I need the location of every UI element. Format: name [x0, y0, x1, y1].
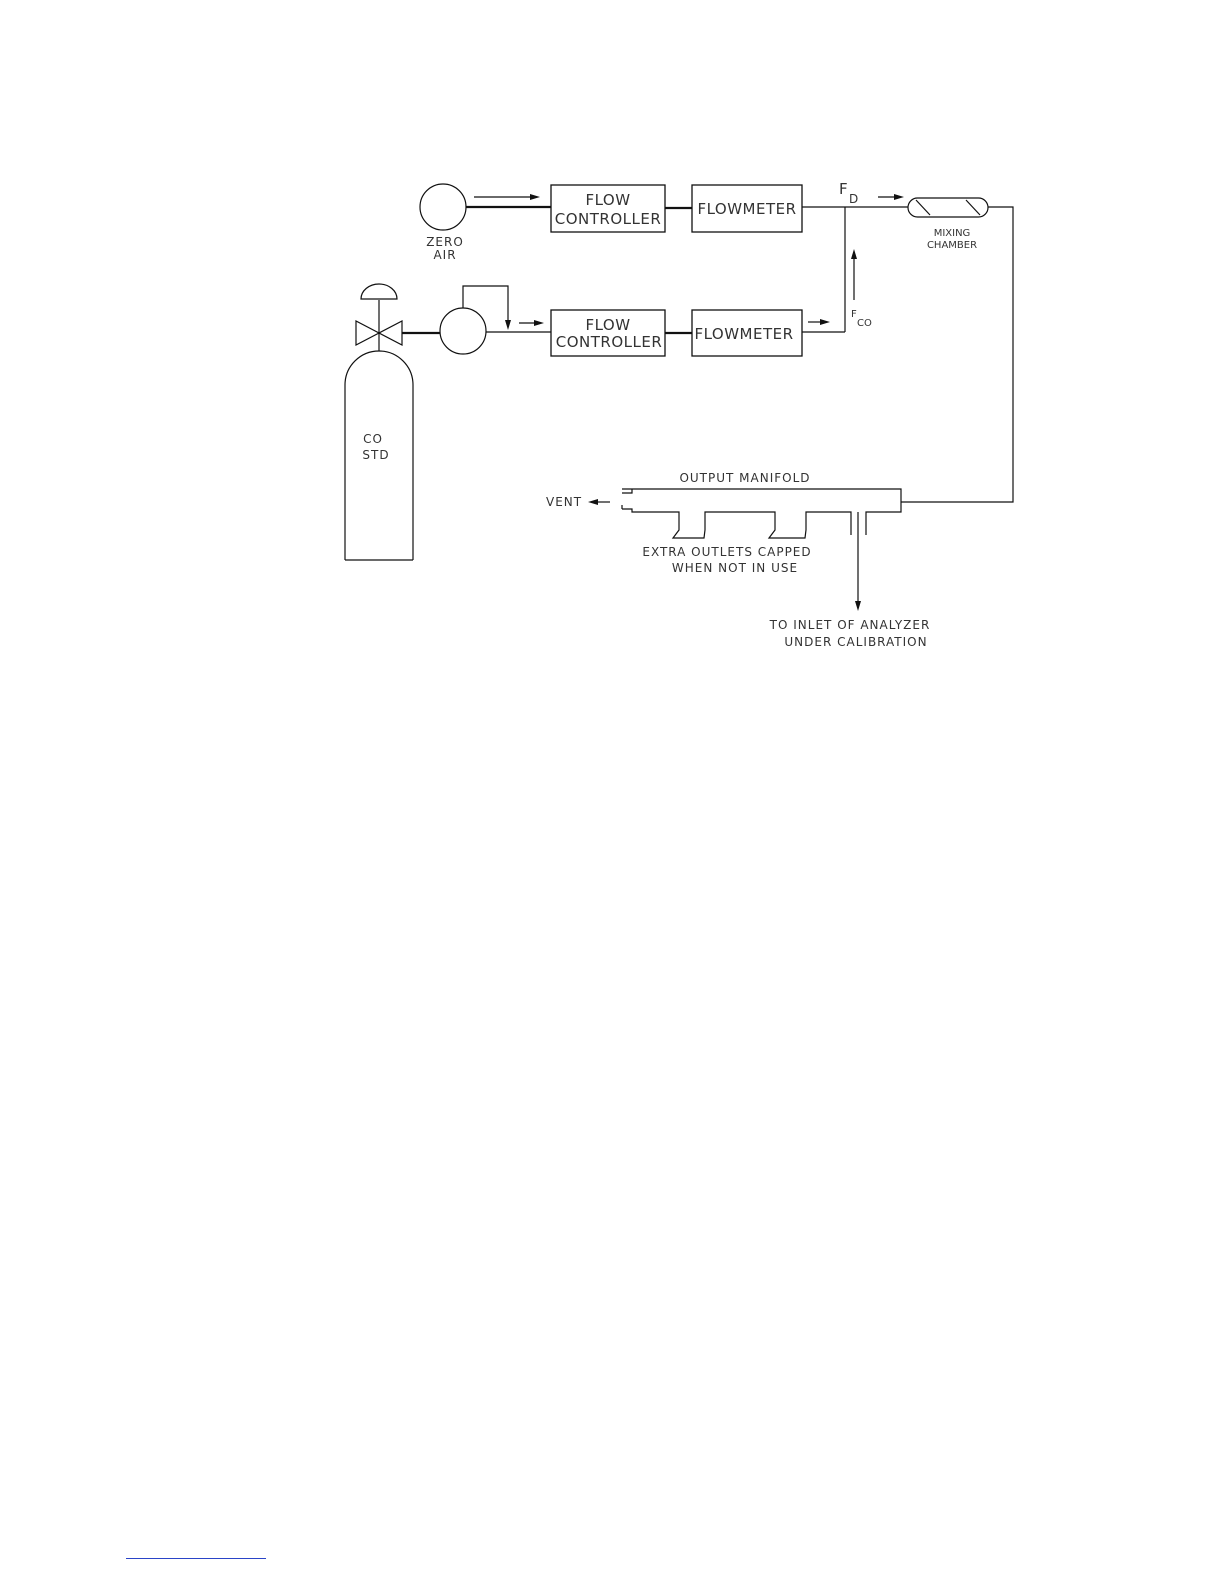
- zero-air-label-1: ZERO: [426, 235, 464, 249]
- flow-arrow-zero-air: [474, 194, 540, 200]
- manifold-body: [622, 489, 901, 538]
- flowmeter-top: FLOWMETER: [692, 185, 802, 232]
- extra-outlets-note: EXTRA OUTLETS CAPPED WHEN NOT IN USE: [642, 545, 811, 575]
- zero-air-label-2: AIR: [433, 248, 456, 262]
- flow-arrow-co-std: [519, 320, 544, 326]
- regulator-circle: [440, 308, 486, 354]
- flow-label-fd: F D: [839, 180, 859, 206]
- vent-label: VENT: [546, 495, 582, 509]
- vent-arrow-head: [588, 499, 598, 505]
- zero-air-circle: [420, 184, 466, 230]
- valve-left-triangle: [356, 321, 379, 345]
- mixing-chamber-baffle-right: [966, 200, 980, 215]
- output-manifold-label: OUTPUT MANIFOLD: [679, 471, 810, 485]
- flowmeter-bottom-label: FLOWMETER: [694, 325, 793, 343]
- flowmeter-bottom: FLOWMETER: [692, 310, 802, 356]
- mixing-chamber-label-1: MIXING: [934, 228, 971, 239]
- footnote-rule: [126, 1558, 266, 1559]
- mixing-chamber-body: [908, 198, 988, 217]
- flow-arrow-co-up: [851, 249, 857, 300]
- fd-sub: D: [849, 192, 859, 206]
- flow-controller-top-label-2: CONTROLLER: [555, 210, 662, 228]
- regulator-bypass-line: [463, 286, 508, 322]
- pressure-regulator: [440, 286, 511, 354]
- analyzer-arrow-head: [855, 601, 861, 611]
- analyzer-label-2: UNDER CALIBRATION: [784, 635, 927, 649]
- mixing-chamber-label-2: CHAMBER: [927, 240, 977, 251]
- flow-arrow-flowmeter-bottom: [808, 319, 830, 325]
- pipe-mixing-chamber-to-manifold: [901, 207, 1013, 502]
- analyzer-label-1: TO INLET OF ANALYZER: [769, 618, 931, 632]
- flow-controller-top: FLOW CONTROLLER: [551, 185, 665, 232]
- valve-right-triangle: [379, 321, 402, 345]
- mixing-chamber: MIXING CHAMBER: [908, 198, 988, 251]
- valve-handle: [361, 284, 397, 299]
- flow-controller-top-label-1: FLOW: [585, 191, 630, 209]
- flow-controller-bottom: FLOW CONTROLLER: [551, 310, 665, 356]
- extra-outlets-label-2: WHEN NOT IN USE: [672, 561, 798, 575]
- fd-main: F: [839, 180, 848, 198]
- flow-arrow-to-mixing-chamber: [878, 194, 904, 200]
- flow-controller-bottom-label-2: CONTROLLER: [556, 333, 663, 351]
- regulator-bypass-arrow: [505, 320, 511, 330]
- zero-air-source: ZERO AIR: [420, 184, 466, 262]
- vent-outlet: VENT: [546, 495, 610, 509]
- mixing-chamber-baffle-left: [916, 200, 930, 215]
- flowmeter-top-label: FLOWMETER: [697, 200, 796, 218]
- flow-label-fco: F CO: [851, 309, 872, 329]
- co-std-label-2: STD: [362, 448, 389, 462]
- cylinder-valve: [356, 284, 402, 351]
- flow-controller-bottom-label-1: FLOW: [585, 316, 630, 334]
- analyzer-inlet-output: TO INLET OF ANALYZER UNDER CALIBRATION: [769, 512, 931, 649]
- fco-sub: CO: [857, 318, 872, 329]
- output-manifold: OUTPUT MANIFOLD: [622, 471, 901, 538]
- co-std-label-1: CO: [363, 432, 383, 446]
- co-std-cylinder: CO STD: [345, 351, 413, 560]
- extra-outlets-label-1: EXTRA OUTLETS CAPPED: [642, 545, 811, 559]
